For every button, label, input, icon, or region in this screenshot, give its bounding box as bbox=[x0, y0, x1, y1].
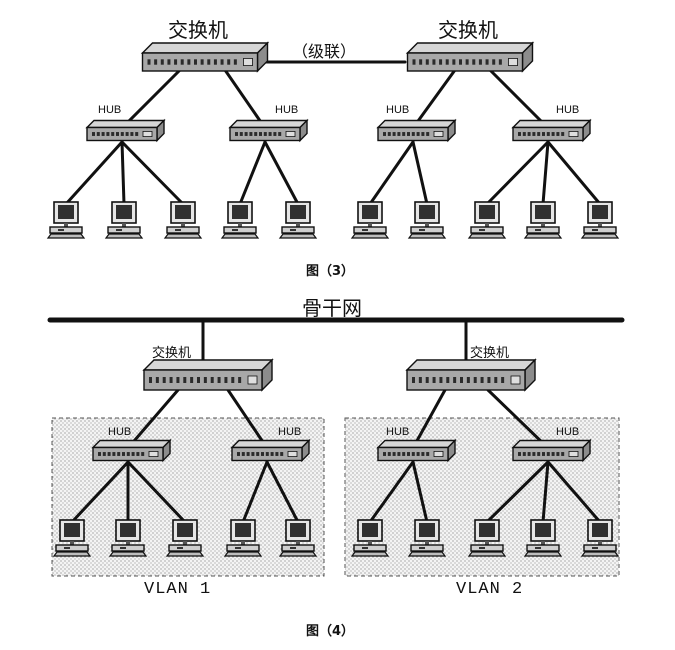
fig4-hub-label-1: HUB bbox=[108, 426, 132, 438]
fig3-g3-computer-1 bbox=[350, 201, 390, 239]
fig4-g3-hub bbox=[376, 438, 457, 463]
fig4-switch-left bbox=[142, 358, 274, 392]
fig4-vlan2-label: VLAN 2 bbox=[456, 580, 524, 599]
fig3-g1-computer-1 bbox=[46, 201, 86, 239]
fig3-g2-pc-link-1 bbox=[238, 140, 267, 206]
fig4-g3-computer-1 bbox=[350, 519, 390, 557]
fig4-switch-right bbox=[405, 358, 537, 392]
fig3-g4-computer-1 bbox=[467, 201, 507, 239]
fig3-g4-hub bbox=[511, 118, 592, 143]
fig4-g2-pc-link-2 bbox=[265, 460, 300, 524]
fig4-g3-computer-2 bbox=[407, 519, 447, 557]
fig3-switch-right bbox=[405, 41, 535, 73]
fig4-g4-computer-1 bbox=[467, 519, 507, 557]
fig4-g1-computer-3 bbox=[165, 519, 205, 557]
fig4-g2-computer-2 bbox=[278, 519, 318, 557]
fig4-link-switch1-hub2 bbox=[226, 388, 269, 450]
fig4-switch-left-label: 交换机 bbox=[152, 346, 192, 361]
fig4-g4-computer-3 bbox=[580, 519, 620, 557]
fig3-g1-pc-link-1 bbox=[64, 140, 124, 206]
fig4-g1-computer-2 bbox=[108, 519, 148, 557]
fig3-g1-computer-3 bbox=[163, 201, 203, 239]
fig4-g3-pc-link-2 bbox=[411, 460, 429, 524]
fig4-hub-label-2: HUB bbox=[278, 426, 302, 438]
fig4-link-switch2-hub4 bbox=[486, 388, 550, 450]
fig4-link-switch1-hub1 bbox=[126, 388, 180, 450]
fig4-switch-right-label: 交换机 bbox=[470, 346, 510, 361]
fig4-g4-pc-link-1 bbox=[485, 460, 550, 524]
fig3-g4-pc-link-2 bbox=[541, 140, 550, 206]
fig3-hub-label-3: HUB bbox=[386, 104, 410, 116]
fig4-g2-pc-link-1 bbox=[241, 460, 269, 524]
fig4-g1-pc-link-1 bbox=[70, 460, 130, 524]
fig4-g1-computer-1 bbox=[52, 519, 92, 557]
fig4-vlan1-label: VLAN 1 bbox=[144, 580, 212, 599]
fig3-g3-pc-link-2 bbox=[411, 140, 429, 206]
fig3-g1-hub bbox=[85, 118, 166, 143]
fig4-g2-computer-1 bbox=[223, 519, 263, 557]
fig3-link-switch2-hub4 bbox=[488, 68, 550, 130]
fig3-g2-pc-link-2 bbox=[263, 140, 300, 206]
fig3-g1-pc-link-3 bbox=[120, 140, 185, 206]
fig4-g2-hub bbox=[230, 438, 311, 463]
fig3-caption: 图（3） bbox=[306, 264, 355, 279]
fig3-g3-hub bbox=[376, 118, 457, 143]
fig3-g4-pc-link-3 bbox=[546, 140, 602, 206]
fig3-g3-pc-link-1 bbox=[368, 140, 415, 206]
fig4-g1-pc-link-3 bbox=[126, 460, 187, 524]
fig3-cascade-label: （级联） bbox=[292, 42, 357, 61]
fig3-switch-left-label: 交换机 bbox=[168, 18, 228, 42]
fig3-link-switch1-hub1 bbox=[120, 68, 182, 130]
fig4-backbone-label: 骨干网 bbox=[302, 296, 362, 320]
fig3-link-switch1-hub2 bbox=[223, 68, 267, 130]
fig3-g3-computer-2 bbox=[407, 201, 447, 239]
fig3-g2-computer-1 bbox=[220, 201, 260, 239]
fig4-g4-pc-link-3 bbox=[546, 460, 602, 524]
fig4-link-switch2-hub3 bbox=[411, 388, 447, 450]
fig3-g2-hub bbox=[228, 118, 309, 143]
fig4-g4-pc-link-2 bbox=[541, 460, 550, 524]
fig3-g1-computer-2 bbox=[104, 201, 144, 239]
fig3-g4-pc-link-1 bbox=[485, 140, 550, 206]
fig3-g1-pc-link-2 bbox=[120, 140, 126, 206]
fig3-hub-label-2: HUB bbox=[275, 104, 299, 116]
fig3-g4-computer-3 bbox=[580, 201, 620, 239]
fig4-hub-label-3: HUB bbox=[386, 426, 410, 438]
fig4-g3-pc-link-1 bbox=[368, 460, 415, 524]
fig3-switch-right-label: 交换机 bbox=[438, 18, 498, 42]
fig4-g4-hub bbox=[511, 438, 592, 463]
fig3-switch-left bbox=[140, 41, 270, 73]
fig3-link-switch2-hub3 bbox=[411, 68, 457, 130]
fig3-hub-label-1: HUB bbox=[98, 104, 122, 116]
fig3-g4-computer-2 bbox=[523, 201, 563, 239]
fig4-g4-computer-2 bbox=[523, 519, 563, 557]
fig4-caption: 图（4） bbox=[306, 624, 355, 639]
fig3-hub-label-4: HUB bbox=[556, 104, 580, 116]
fig3-g2-computer-2 bbox=[278, 201, 318, 239]
fig4-hub-label-4: HUB bbox=[556, 426, 580, 438]
fig4-g1-hub bbox=[91, 438, 172, 463]
